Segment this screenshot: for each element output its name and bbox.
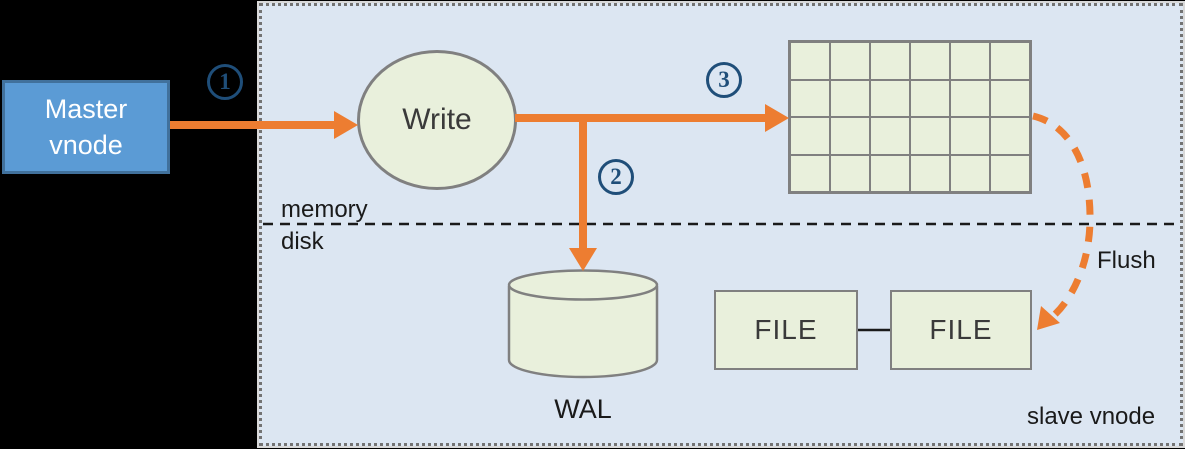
file-box-left-label: FILE <box>754 314 818 345</box>
mem-table-cell <box>790 79 830 117</box>
mem-table-cell <box>870 154 910 192</box>
write-node-label: Write <box>402 103 472 136</box>
mem-table-cell <box>790 154 830 192</box>
mem-table-cell <box>870 42 910 80</box>
mem-table-cell <box>910 42 950 80</box>
step-2-number: 2 <box>610 164 622 189</box>
wal-label: WAL <box>554 394 612 424</box>
slave-vnode-label: slave vnode <box>1027 403 1156 430</box>
file-box-right-label: FILE <box>929 314 993 345</box>
mem-table-cell <box>870 117 910 155</box>
memory-label: memory <box>281 196 368 223</box>
mem-table-cell <box>950 42 990 80</box>
write-node: Write <box>357 50 517 190</box>
step-1-number: 1 <box>219 69 231 94</box>
mem-table-cell <box>950 79 990 117</box>
flush-label: Flush <box>1097 247 1156 274</box>
mem-table-cell <box>910 79 950 117</box>
step-badge-3: 3 <box>706 62 742 98</box>
wal-cylinder-icon <box>507 269 659 379</box>
master-vnode-label: Master vnode <box>44 93 128 160</box>
mem-table-cell <box>950 117 990 155</box>
mem-table-cell <box>990 42 1030 80</box>
master-vnode-box: Master vnode <box>2 80 170 174</box>
mem-table-cell <box>910 154 950 192</box>
mem-table-cell <box>990 117 1030 155</box>
mem-table-cell <box>830 79 870 117</box>
mem-table-cell <box>790 117 830 155</box>
mem-table-cell <box>830 42 870 80</box>
file-box-right: FILE <box>890 290 1032 370</box>
mem-table-cell <box>830 117 870 155</box>
step-badge-2: 2 <box>598 159 634 195</box>
mem-table-cell <box>830 154 870 192</box>
mem-table-cell <box>990 79 1030 117</box>
step-badge-1: 1 <box>207 64 243 100</box>
mem-table-cell <box>910 117 950 155</box>
mem-table-cell <box>870 79 910 117</box>
file-box-left: FILE <box>714 290 858 370</box>
mem-table-cell <box>790 42 830 80</box>
mem-table-cell <box>950 154 990 192</box>
mem-table <box>788 40 1032 194</box>
step-3-number: 3 <box>718 67 730 92</box>
disk-label: disk <box>281 228 324 255</box>
mem-table-cell <box>990 154 1030 192</box>
